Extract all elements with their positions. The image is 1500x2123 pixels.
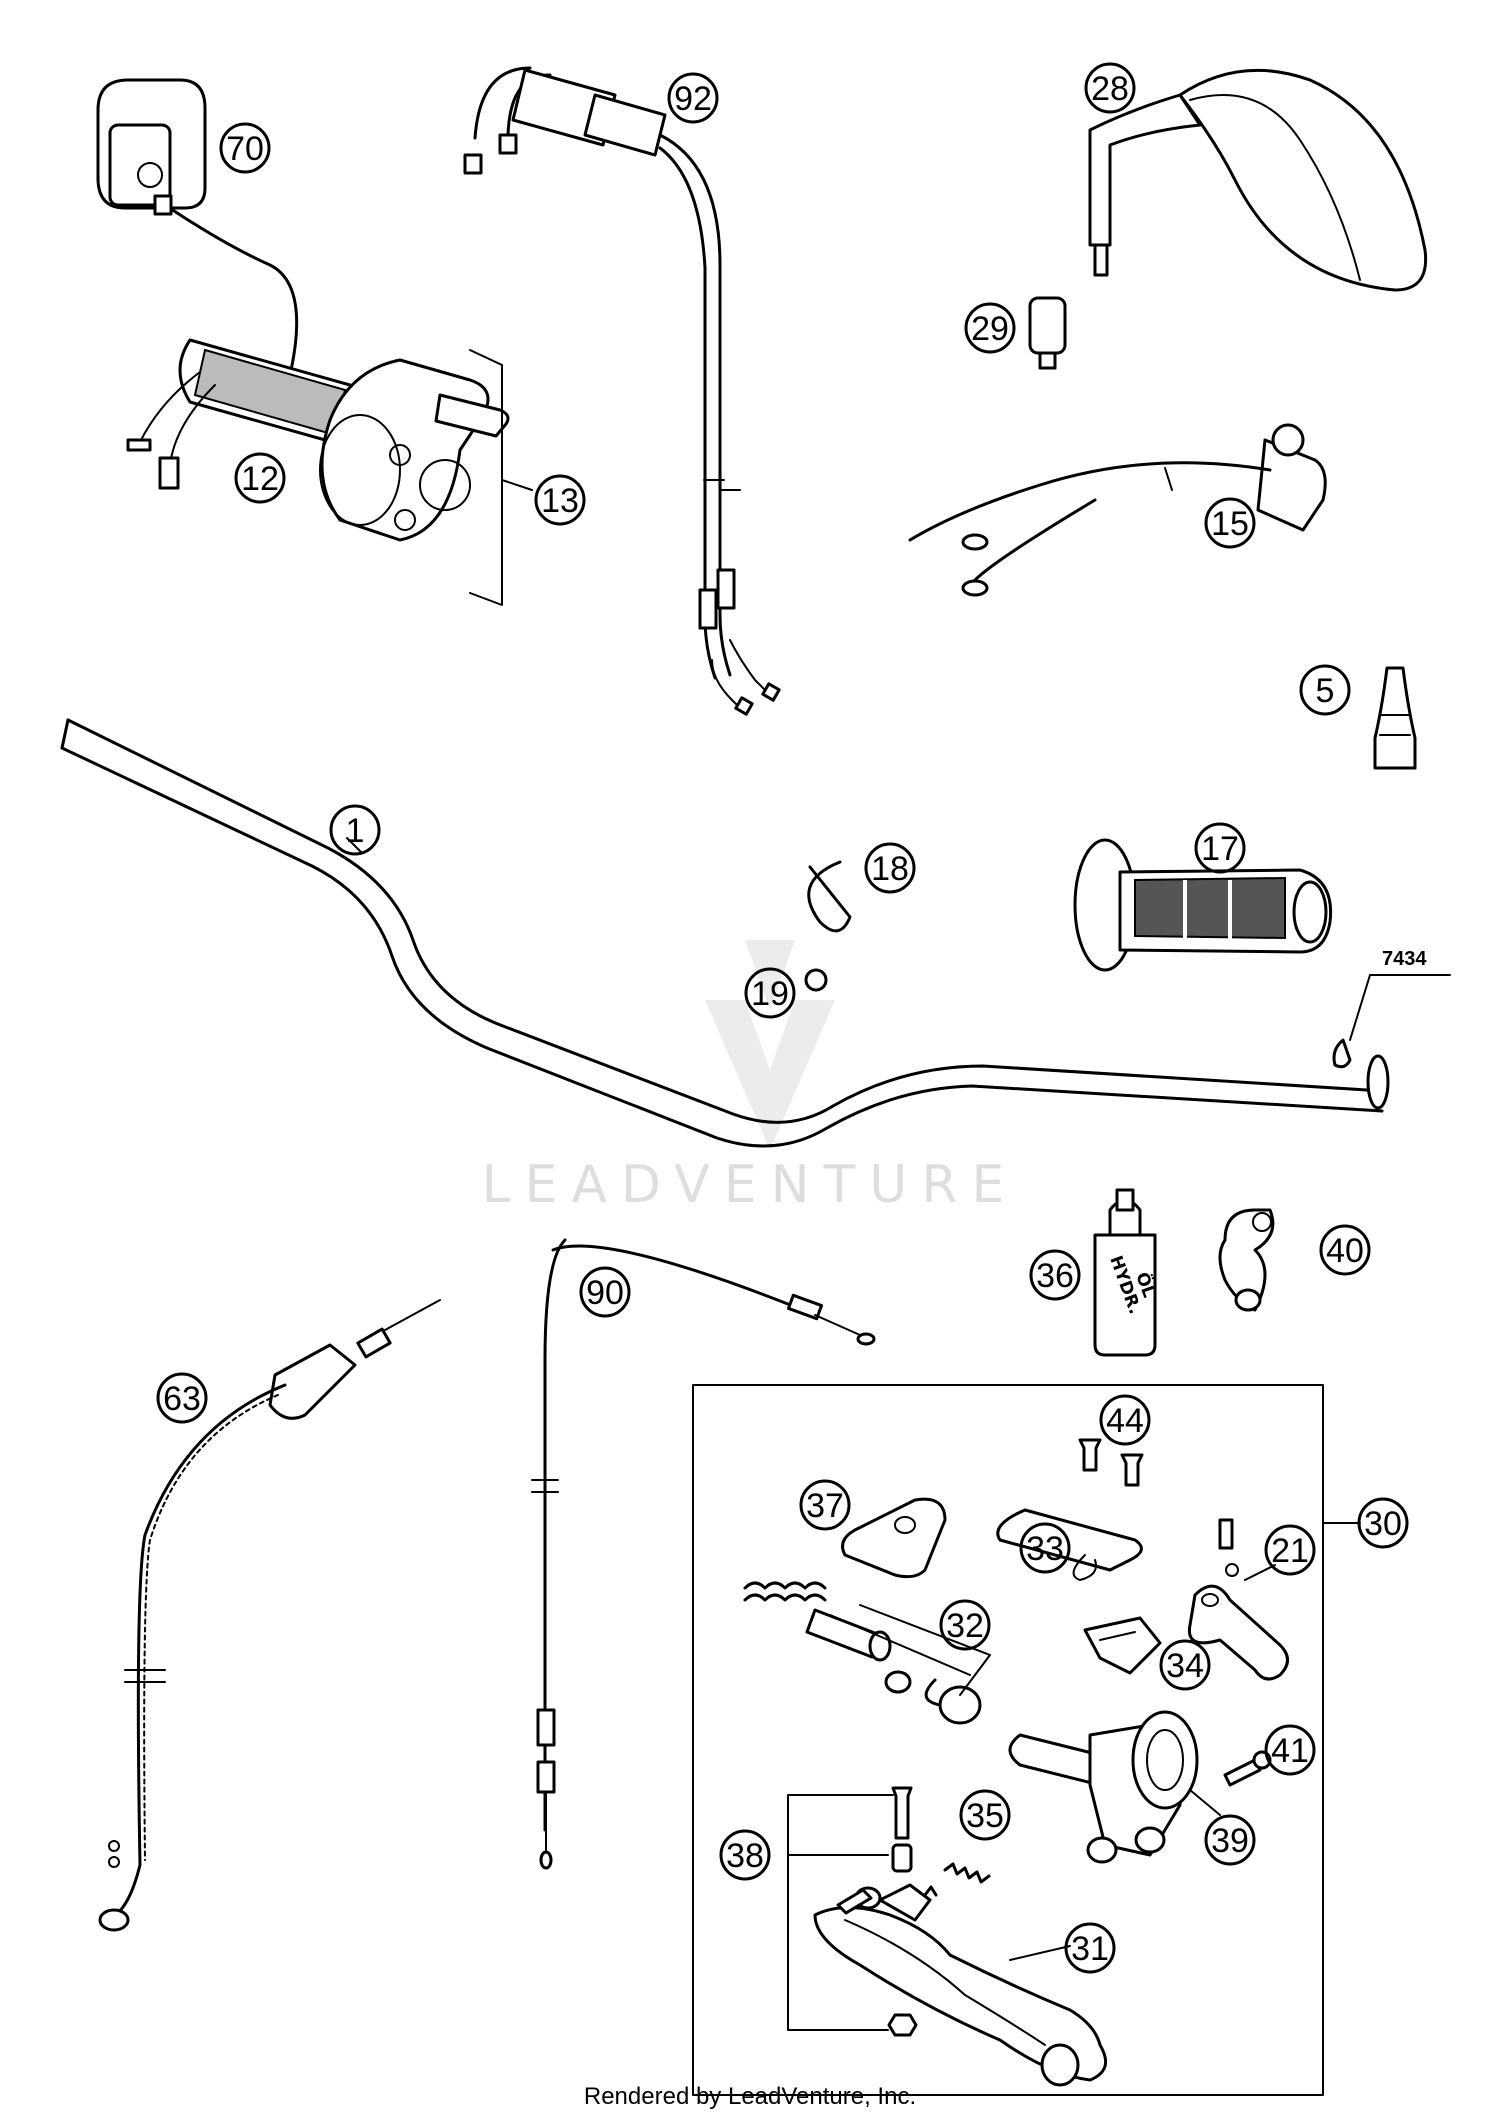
callout-5: 5 xyxy=(1299,664,1351,716)
part-39-master-cylinder[interactable] xyxy=(1008,1710,1199,1864)
watermark: LEADVENTURE xyxy=(482,940,1019,1215)
part-32-piston-kit[interactable] xyxy=(743,1581,991,1725)
callout-17: 17 xyxy=(1194,822,1246,874)
callout-35: 35 xyxy=(959,1789,1011,1841)
part-21-adjuster-lever[interactable] xyxy=(1187,1518,1289,1681)
ref-7434[interactable]: 7434 xyxy=(1332,948,1451,1069)
part-19-nut[interactable] xyxy=(804,968,828,992)
callout-41: 41 xyxy=(1264,1724,1316,1776)
svg-text:32: 32 xyxy=(946,1607,984,1645)
svg-text:40: 40 xyxy=(1326,1232,1364,1270)
svg-text:39: 39 xyxy=(1211,1822,1249,1860)
part-1-handlebar[interactable] xyxy=(60,718,1390,1148)
callout-37: 37 xyxy=(799,1479,851,1531)
callout-12: 12 xyxy=(234,452,286,504)
part-63-hydraulic-line[interactable] xyxy=(98,1299,441,1932)
svg-text:15: 15 xyxy=(1211,505,1249,543)
callout-19: 19 xyxy=(744,967,796,1019)
callout-21: 21 xyxy=(1244,1524,1316,1581)
part-28-mirror[interactable] xyxy=(1088,68,1428,292)
svg-text:35: 35 xyxy=(966,1797,1004,1835)
callout-13: 13 xyxy=(501,474,586,526)
svg-text:41: 41 xyxy=(1271,1732,1309,1770)
svg-text:33: 33 xyxy=(1026,1530,1064,1568)
part-12-throttle-grip[interactable] xyxy=(126,338,362,490)
part-36-oil-bottle[interactable]: HYDR. ÖL xyxy=(1093,1188,1161,1357)
svg-text:92: 92 xyxy=(674,80,712,118)
svg-text:21: 21 xyxy=(1271,1532,1309,1570)
svg-text:29: 29 xyxy=(971,310,1009,348)
svg-text:28: 28 xyxy=(1091,70,1129,108)
callout-63: 63 xyxy=(156,1372,208,1424)
part-40-clamp[interactable] xyxy=(1218,1208,1275,1312)
part-15-kill-switch[interactable] xyxy=(908,423,1327,597)
ref-code: 7434 xyxy=(1382,948,1427,970)
part-5-plug[interactable] xyxy=(1373,666,1417,770)
callout-33: 33 xyxy=(1019,1522,1071,1574)
part-29-mirror-adapter[interactable] xyxy=(1028,296,1067,370)
part-90-cable[interactable] xyxy=(531,1238,876,1870)
callout-18: 18 xyxy=(864,842,916,894)
svg-text:12: 12 xyxy=(241,460,279,498)
part-17-grip[interactable] xyxy=(1073,838,1333,972)
svg-text:19: 19 xyxy=(751,975,789,1013)
svg-text:36: 36 xyxy=(1036,1257,1074,1295)
svg-text:37: 37 xyxy=(806,1487,844,1525)
callout-30: 30 xyxy=(1357,1497,1409,1549)
callout-44: 44 xyxy=(1099,1394,1151,1446)
part-30-master-cylinder-box[interactable] xyxy=(692,1384,1361,2096)
svg-text:18: 18 xyxy=(871,850,909,888)
svg-text:90: 90 xyxy=(586,1274,624,1312)
svg-text:1: 1 xyxy=(346,812,365,850)
callout-32: 32 xyxy=(939,1599,991,1651)
part-33-reservoir-cover[interactable] xyxy=(996,1508,1143,1581)
callout-92: 92 xyxy=(667,72,719,124)
callout-39: 39 xyxy=(1189,1789,1256,1866)
callout-1: 1 xyxy=(329,804,381,856)
callout-34: 34 xyxy=(1159,1639,1211,1691)
part-41-screw[interactable] xyxy=(1223,1750,1272,1787)
callout-36: 36 xyxy=(1029,1249,1081,1301)
part-31-brake-lever[interactable] xyxy=(813,1883,1108,2087)
callout-70: 70 xyxy=(219,122,271,174)
svg-text:38: 38 xyxy=(726,1837,764,1875)
callout-38: 38 xyxy=(719,1829,771,1881)
callout-40: 40 xyxy=(1319,1224,1371,1276)
part-92-throttle-cables[interactable] xyxy=(463,66,781,716)
part-13-throttle-body[interactable] xyxy=(319,349,510,606)
svg-text:31: 31 xyxy=(1071,1930,1109,1968)
svg-text:44: 44 xyxy=(1106,1402,1144,1440)
svg-text:70: 70 xyxy=(226,130,264,168)
svg-text:5: 5 xyxy=(1316,672,1335,710)
svg-text:13: 13 xyxy=(541,482,579,520)
part-35-spring[interactable] xyxy=(943,1862,991,1884)
part-70-throttle-housing[interactable] xyxy=(96,78,299,377)
footer-credit: Rendered by LeadVenture, Inc. xyxy=(583,2083,917,2110)
part-44-screws[interactable] xyxy=(1078,1438,1144,1487)
svg-text:30: 30 xyxy=(1364,1505,1402,1543)
part-37-cap[interactable] xyxy=(841,1497,947,1579)
watermark-text: LEADVENTURE xyxy=(482,1155,1019,1215)
callout-28: 28 xyxy=(1084,62,1136,114)
svg-text:34: 34 xyxy=(1166,1647,1204,1685)
callout-29: 29 xyxy=(964,302,1016,354)
part-18-clip[interactable] xyxy=(807,860,852,933)
callout-90: 90 xyxy=(579,1266,631,1318)
svg-text:17: 17 xyxy=(1201,830,1239,868)
callout-15: 15 xyxy=(1204,497,1256,549)
part-34-bracket[interactable] xyxy=(1083,1616,1162,1675)
svg-text:63: 63 xyxy=(163,1380,201,1418)
part-38-pivot-hardware[interactable] xyxy=(787,1786,918,2037)
callout-31: 31 xyxy=(1009,1922,1116,1974)
